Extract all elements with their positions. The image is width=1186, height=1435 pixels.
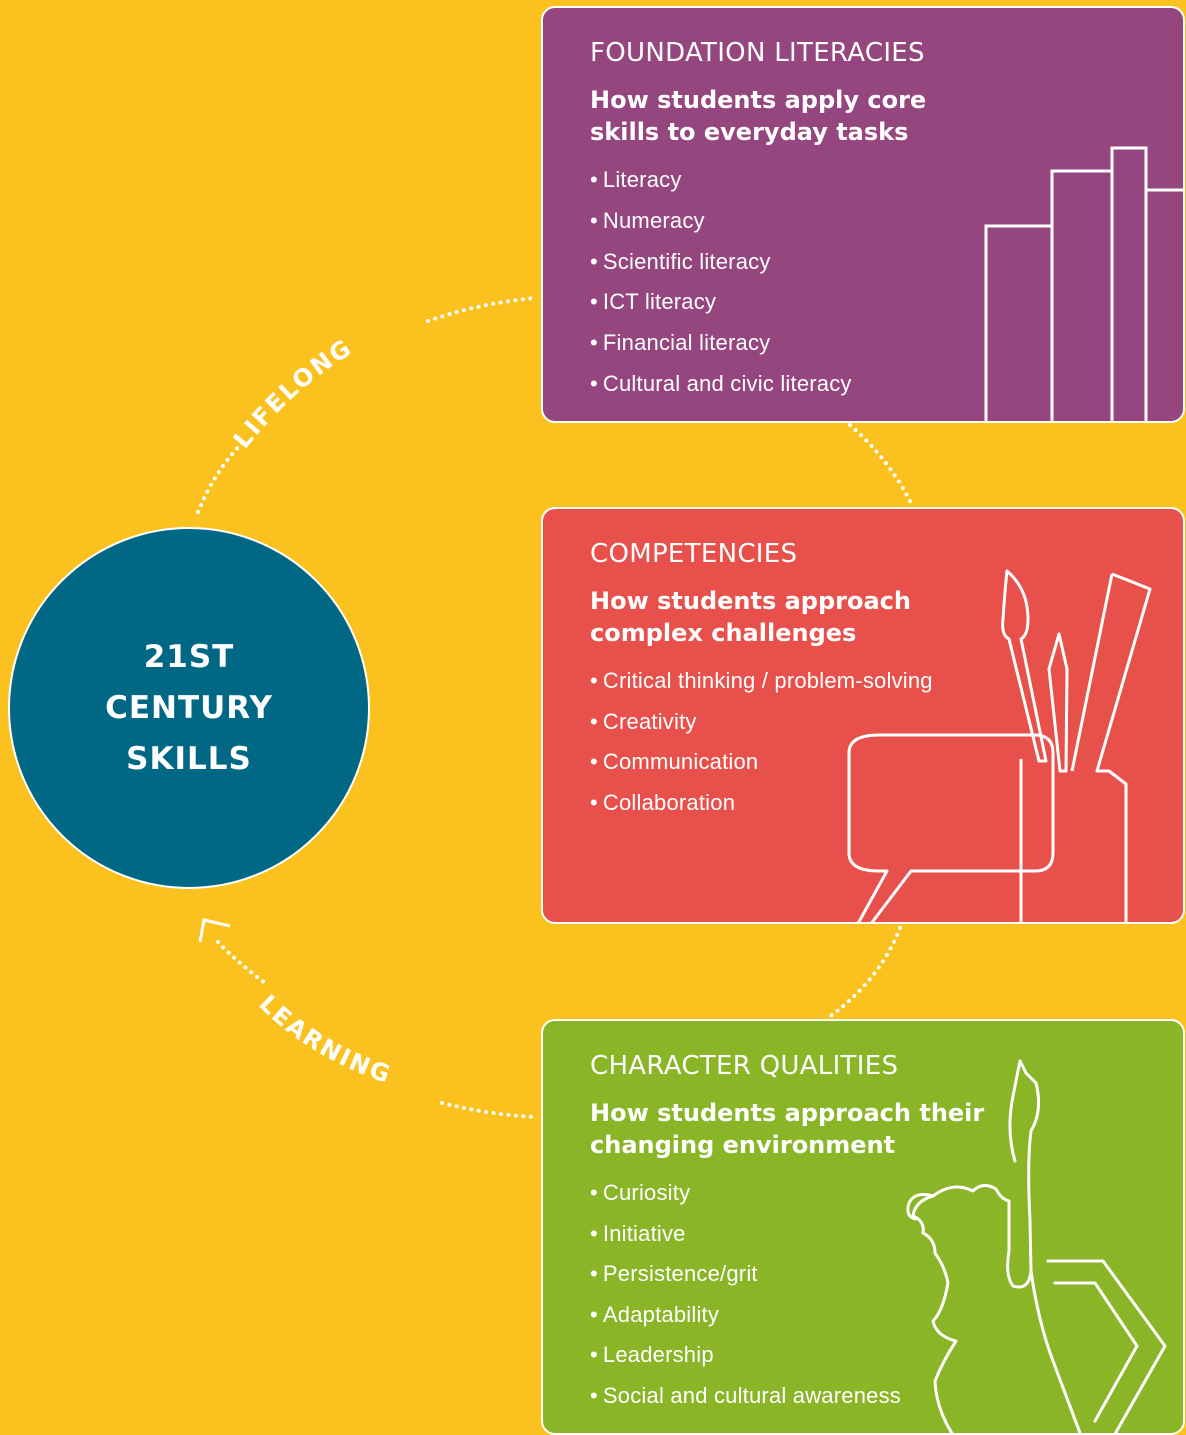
card-title: COMPETENCIES: [590, 539, 798, 569]
bullet-item: Scientific literacy: [590, 242, 1010, 283]
bullet-item: Communication: [590, 742, 1010, 783]
dotted-arc-learning-right: [440, 1101, 539, 1119]
dotted-arc-lifelong-lower: [196, 438, 247, 514]
card-foundation-literacies: FOUNDATION LITERACIES How students apply…: [541, 6, 1185, 423]
bullet-list: Curiosity Initiative Persistence/grit Ad…: [590, 1173, 1010, 1417]
card-subtitle: How students approach their changing env…: [590, 1099, 985, 1159]
bullet-list: Literacy Numeracy Scientific literacy IC…: [590, 160, 1010, 405]
learning-label: LEARNING: [254, 989, 396, 1089]
bullet-item: Collaboration: [590, 783, 1010, 824]
bullet-item: Curiosity: [590, 1173, 1010, 1214]
bullet-item: Cultural and civic literacy: [590, 364, 1010, 405]
bullet-item: Persistence/grit: [590, 1254, 1010, 1295]
dotted-arc-lifelong-upper: [426, 296, 537, 323]
dotted-connector-1: [848, 423, 914, 507]
bullet-item: Financial literacy: [590, 323, 1010, 364]
center-circle: 21ST CENTURY SKILLS: [8, 527, 370, 889]
bullet-item: Leadership: [590, 1335, 1010, 1376]
arrowhead-icon: [198, 918, 231, 943]
card-text: FOUNDATION LITERACIES How students apply…: [590, 36, 1010, 405]
card-competencies: COMPETENCIES How students approach compl…: [541, 507, 1185, 924]
card-subtitle: How students apply core skills to everyd…: [590, 86, 927, 146]
dotted-connector-2: [826, 926, 902, 1020]
bullet-list: Critical thinking / problem-solving Crea…: [590, 661, 1010, 823]
card-text: CHARACTER QUALITIES How students approac…: [590, 1049, 1010, 1417]
paintbrush-speech-bubble-icon: [847, 569, 1152, 922]
bullet-item: Critical thinking / problem-solving: [590, 661, 1010, 702]
center-title: 21ST CENTURY SKILLS: [105, 638, 273, 777]
bullet-item: Numeracy: [590, 201, 1010, 242]
bullet-item: Social and cultural awareness: [590, 1376, 1010, 1417]
lifelong-label: LIFELONG: [228, 333, 358, 453]
card-subtitle: How students approach complex challenges: [590, 587, 911, 647]
card-text: COMPETENCIES How students approach compl…: [590, 537, 1010, 823]
bullet-item: Adaptability: [590, 1295, 1010, 1336]
dotted-arc-learning-left: [216, 940, 270, 987]
bullet-item: Literacy: [590, 160, 1010, 201]
card-character-qualities: CHARACTER QUALITIES How students approac…: [541, 1019, 1185, 1435]
bullet-item: Initiative: [590, 1214, 1010, 1255]
bullet-item: Creativity: [590, 702, 1010, 743]
card-title: FOUNDATION LITERACIES: [590, 38, 925, 68]
bullet-item: ICT literacy: [590, 282, 1010, 323]
card-title: CHARACTER QUALITIES: [590, 1051, 899, 1081]
